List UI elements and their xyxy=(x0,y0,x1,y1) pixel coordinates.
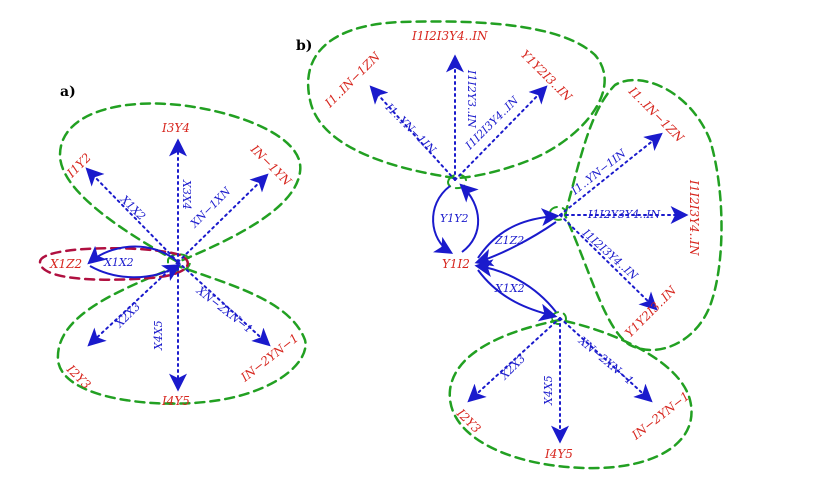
panel-b-edge-label-x4x5: X4X5 xyxy=(542,375,555,406)
panel-a-label: a) xyxy=(60,84,76,100)
panel-b-edge-label-y1y2: Y1Y2 xyxy=(440,212,469,225)
panel-a-group-top xyxy=(58,102,302,264)
panel-b-edge-label-x2x3: X2X3 xyxy=(497,352,528,383)
panel-a-node-in1yn: IN−1YN xyxy=(247,142,294,189)
panel-a-node-x1z2: X1Z2 xyxy=(49,257,82,271)
panel-b-group-right xyxy=(563,78,723,352)
panel-b-edge-label-i1i2i3y4in-right: I1I2I3Y4..IN xyxy=(579,226,640,283)
panel-b-solid-z1z2-out xyxy=(477,208,560,259)
panel-a-node-i1y2: I1Y2 xyxy=(64,150,94,180)
panel-b-edge-label-i1i2y3y4in: I1I2Y3Y4..IN xyxy=(587,208,661,221)
panel-b-label: b) xyxy=(296,38,312,54)
panel-b-node-y1i2: Y1I2 xyxy=(442,257,470,271)
panel-a-node-in2yn1: IN−2YN−1 xyxy=(237,331,301,385)
panel-a-edge-label-xn1xn: XN−1XN xyxy=(187,185,233,231)
panel-b-edge-label-z1z2: Z1Z2 xyxy=(494,234,524,247)
panel-b-group-small-right xyxy=(548,206,568,221)
panel-a-edge-upright xyxy=(177,173,269,263)
panel-b-solid-y1y2-right xyxy=(459,183,480,253)
panel-a-edge-downright xyxy=(177,261,271,347)
panel-b-edge-top-left xyxy=(369,85,456,181)
panel-b-solid-y1y2-left xyxy=(432,185,454,254)
panel-a-group-red xyxy=(38,246,189,281)
panel-a-node-i4y5: I4Y5 xyxy=(161,394,190,408)
panel-a-loop-lower xyxy=(89,264,182,281)
panel-a-edge-label-x3x4: X3X4 xyxy=(180,179,193,210)
panel-b-node-i1i2i3y4in-right: I1I2I3Y4..IN xyxy=(687,179,701,256)
panel-b-edge-right-up xyxy=(559,132,663,216)
panel-b-group-top xyxy=(306,20,606,180)
panel-a-edge-label-x1x2-loop: X1X2 xyxy=(103,256,134,269)
panel-b-edge-right-down xyxy=(559,214,658,311)
panel-a-node-i3y4: I3Y4 xyxy=(161,121,190,135)
panel-b-edge-label-i1i2y3in-top: I1I2Y3..IN xyxy=(465,69,478,128)
panel-b-edge-top-right xyxy=(454,85,548,181)
panel-b-node-y1y2i3in-right: Y1Y2I3..IN xyxy=(622,283,679,340)
panel-b-group-small-top xyxy=(446,173,468,190)
panel-b-node-i1in1zn-right: I1..IN−1ZN xyxy=(625,84,687,146)
panel-a-edge-label-x1x2-top: X1X2 xyxy=(117,192,148,223)
panel-a-loop-upper xyxy=(87,245,179,265)
panel-a-edge-upleft xyxy=(85,167,179,263)
panel-b-edge-label-x1x2: X1X2 xyxy=(494,282,525,295)
panel-b-node-in2yn1: IN−2YN−1 xyxy=(628,389,692,443)
panel-b-edge-bottom-left xyxy=(467,317,561,403)
panel-a-edge-label-x4x5: X4X5 xyxy=(152,320,165,351)
panel-b-node-i4y5: I4Y5 xyxy=(544,447,573,461)
panel-a-group-bottom xyxy=(56,264,307,405)
panel-b-group-bottom xyxy=(448,318,693,470)
panel-b-solid-x1x2-out xyxy=(477,269,558,322)
panel-b-edge-label-i1yn1in-top: I1..YN−1IN xyxy=(382,100,438,156)
panel-a-edge-label-x2x3: X2X3 xyxy=(112,300,143,331)
panel-b-node-i1i2i3y4in: I1I2I3Y4..IN xyxy=(411,29,488,43)
panel-b-edge-bottom-right xyxy=(559,317,653,403)
panel-b-node-y1y2i3in: Y1Y2I3..IN xyxy=(518,47,575,104)
panel-b-node-i1in1zn-top: I1..IN−1ZN xyxy=(322,49,384,111)
